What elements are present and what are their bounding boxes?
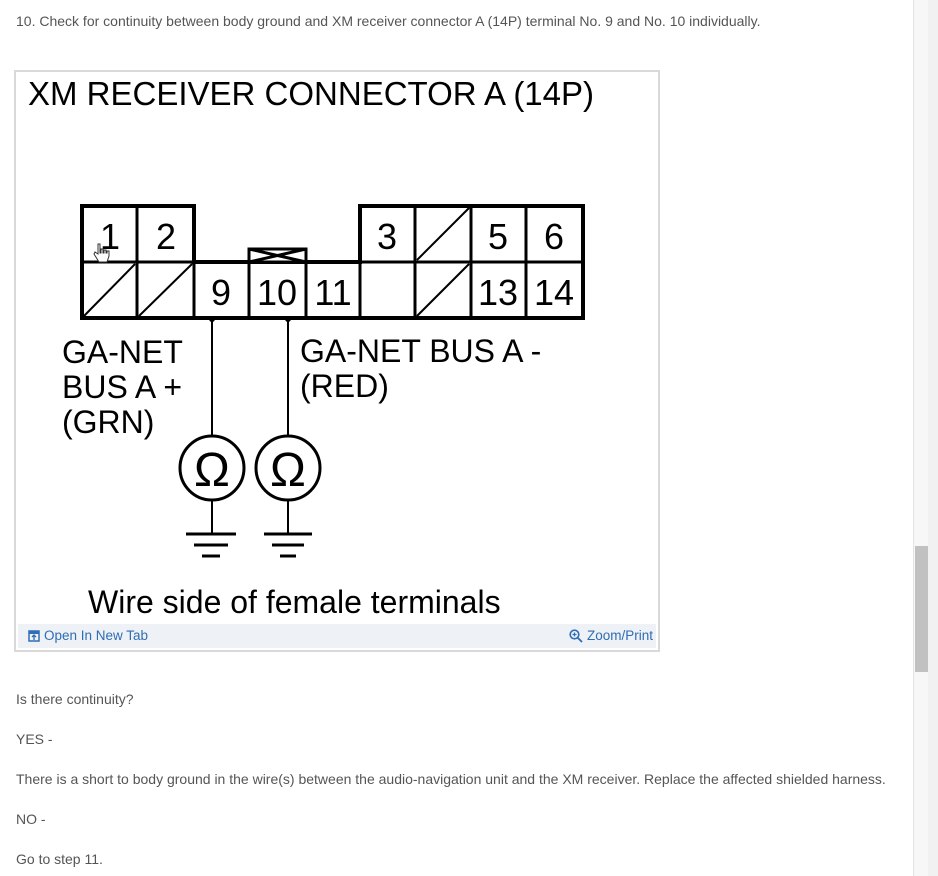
no-text: Go to step 11.: [16, 851, 103, 867]
terminal-11: 11: [314, 272, 351, 313]
ohm-icon-left: Ω: [194, 444, 230, 497]
page-content: 10. Check for continuity between body gr…: [14, 13, 886, 867]
yes-label: YES -: [16, 731, 53, 747]
question-text: Is there continuity?: [16, 691, 134, 707]
zoom-icon: [569, 628, 583, 643]
wire-label-right-1: GA-NET BUS A -: [300, 333, 541, 369]
vertical-scrollbar[interactable]: [913, 0, 938, 876]
terminal-3: 3: [377, 216, 397, 257]
terminal-10: 10: [257, 272, 297, 313]
terminal-1: 1: [100, 216, 120, 257]
probe-wires: [211, 318, 289, 534]
ohmmeter-left: Ω: [178, 434, 246, 502]
wire-label-left-1: GA-NET: [62, 334, 183, 370]
no-label: NO -: [16, 811, 46, 827]
blank-cavities: [83, 207, 470, 317]
zoom-print-link[interactable]: Zoom/Print: [569, 628, 653, 643]
step-instruction: 10. Check for continuity between body gr…: [16, 13, 761, 29]
zoom-print-label: Zoom/Print: [586, 628, 653, 643]
scrollbar-thumb[interactable]: [915, 546, 928, 672]
yes-text: There is a short to body ground in the w…: [16, 771, 886, 787]
terminal-9: 9: [211, 272, 231, 313]
ohmmeter-right: Ω: [254, 434, 322, 502]
connector-diagram: XM RECEIVER CONNECTOR A (14P): [28, 75, 594, 620]
connector-figure: XM RECEIVER CONNECTOR A (14P): [14, 70, 660, 652]
hand-cursor-icon: [93, 243, 110, 263]
figure-caption: Wire side of female terminals: [88, 584, 501, 620]
figure-title: XM RECEIVER CONNECTOR A (14P): [28, 75, 594, 112]
figure-toolbar: Open In New Tab Zoom/Print: [18, 624, 656, 648]
wire-label-left-2: BUS A +: [62, 369, 182, 405]
wire-label-right-2: (RED): [300, 368, 389, 404]
wire-label-left-3: (GRN): [62, 404, 154, 440]
terminal-5: 5: [488, 216, 508, 257]
terminal-13: 13: [478, 272, 518, 313]
scrollbar-track[interactable]: [914, 0, 928, 876]
open-new-tab-icon: [28, 629, 40, 642]
open-in-new-tab-label: Open In New Tab: [44, 628, 149, 643]
open-in-new-tab-link[interactable]: Open In New Tab: [28, 628, 148, 643]
ohm-icon-right: Ω: [270, 444, 306, 497]
terminal-2: 2: [156, 216, 176, 257]
terminal-14: 14: [534, 272, 574, 313]
terminal-6: 6: [544, 216, 564, 257]
connector-lock-tab: [247, 247, 308, 264]
ground-symbols: [186, 532, 312, 558]
connector-dividers: [82, 206, 583, 318]
